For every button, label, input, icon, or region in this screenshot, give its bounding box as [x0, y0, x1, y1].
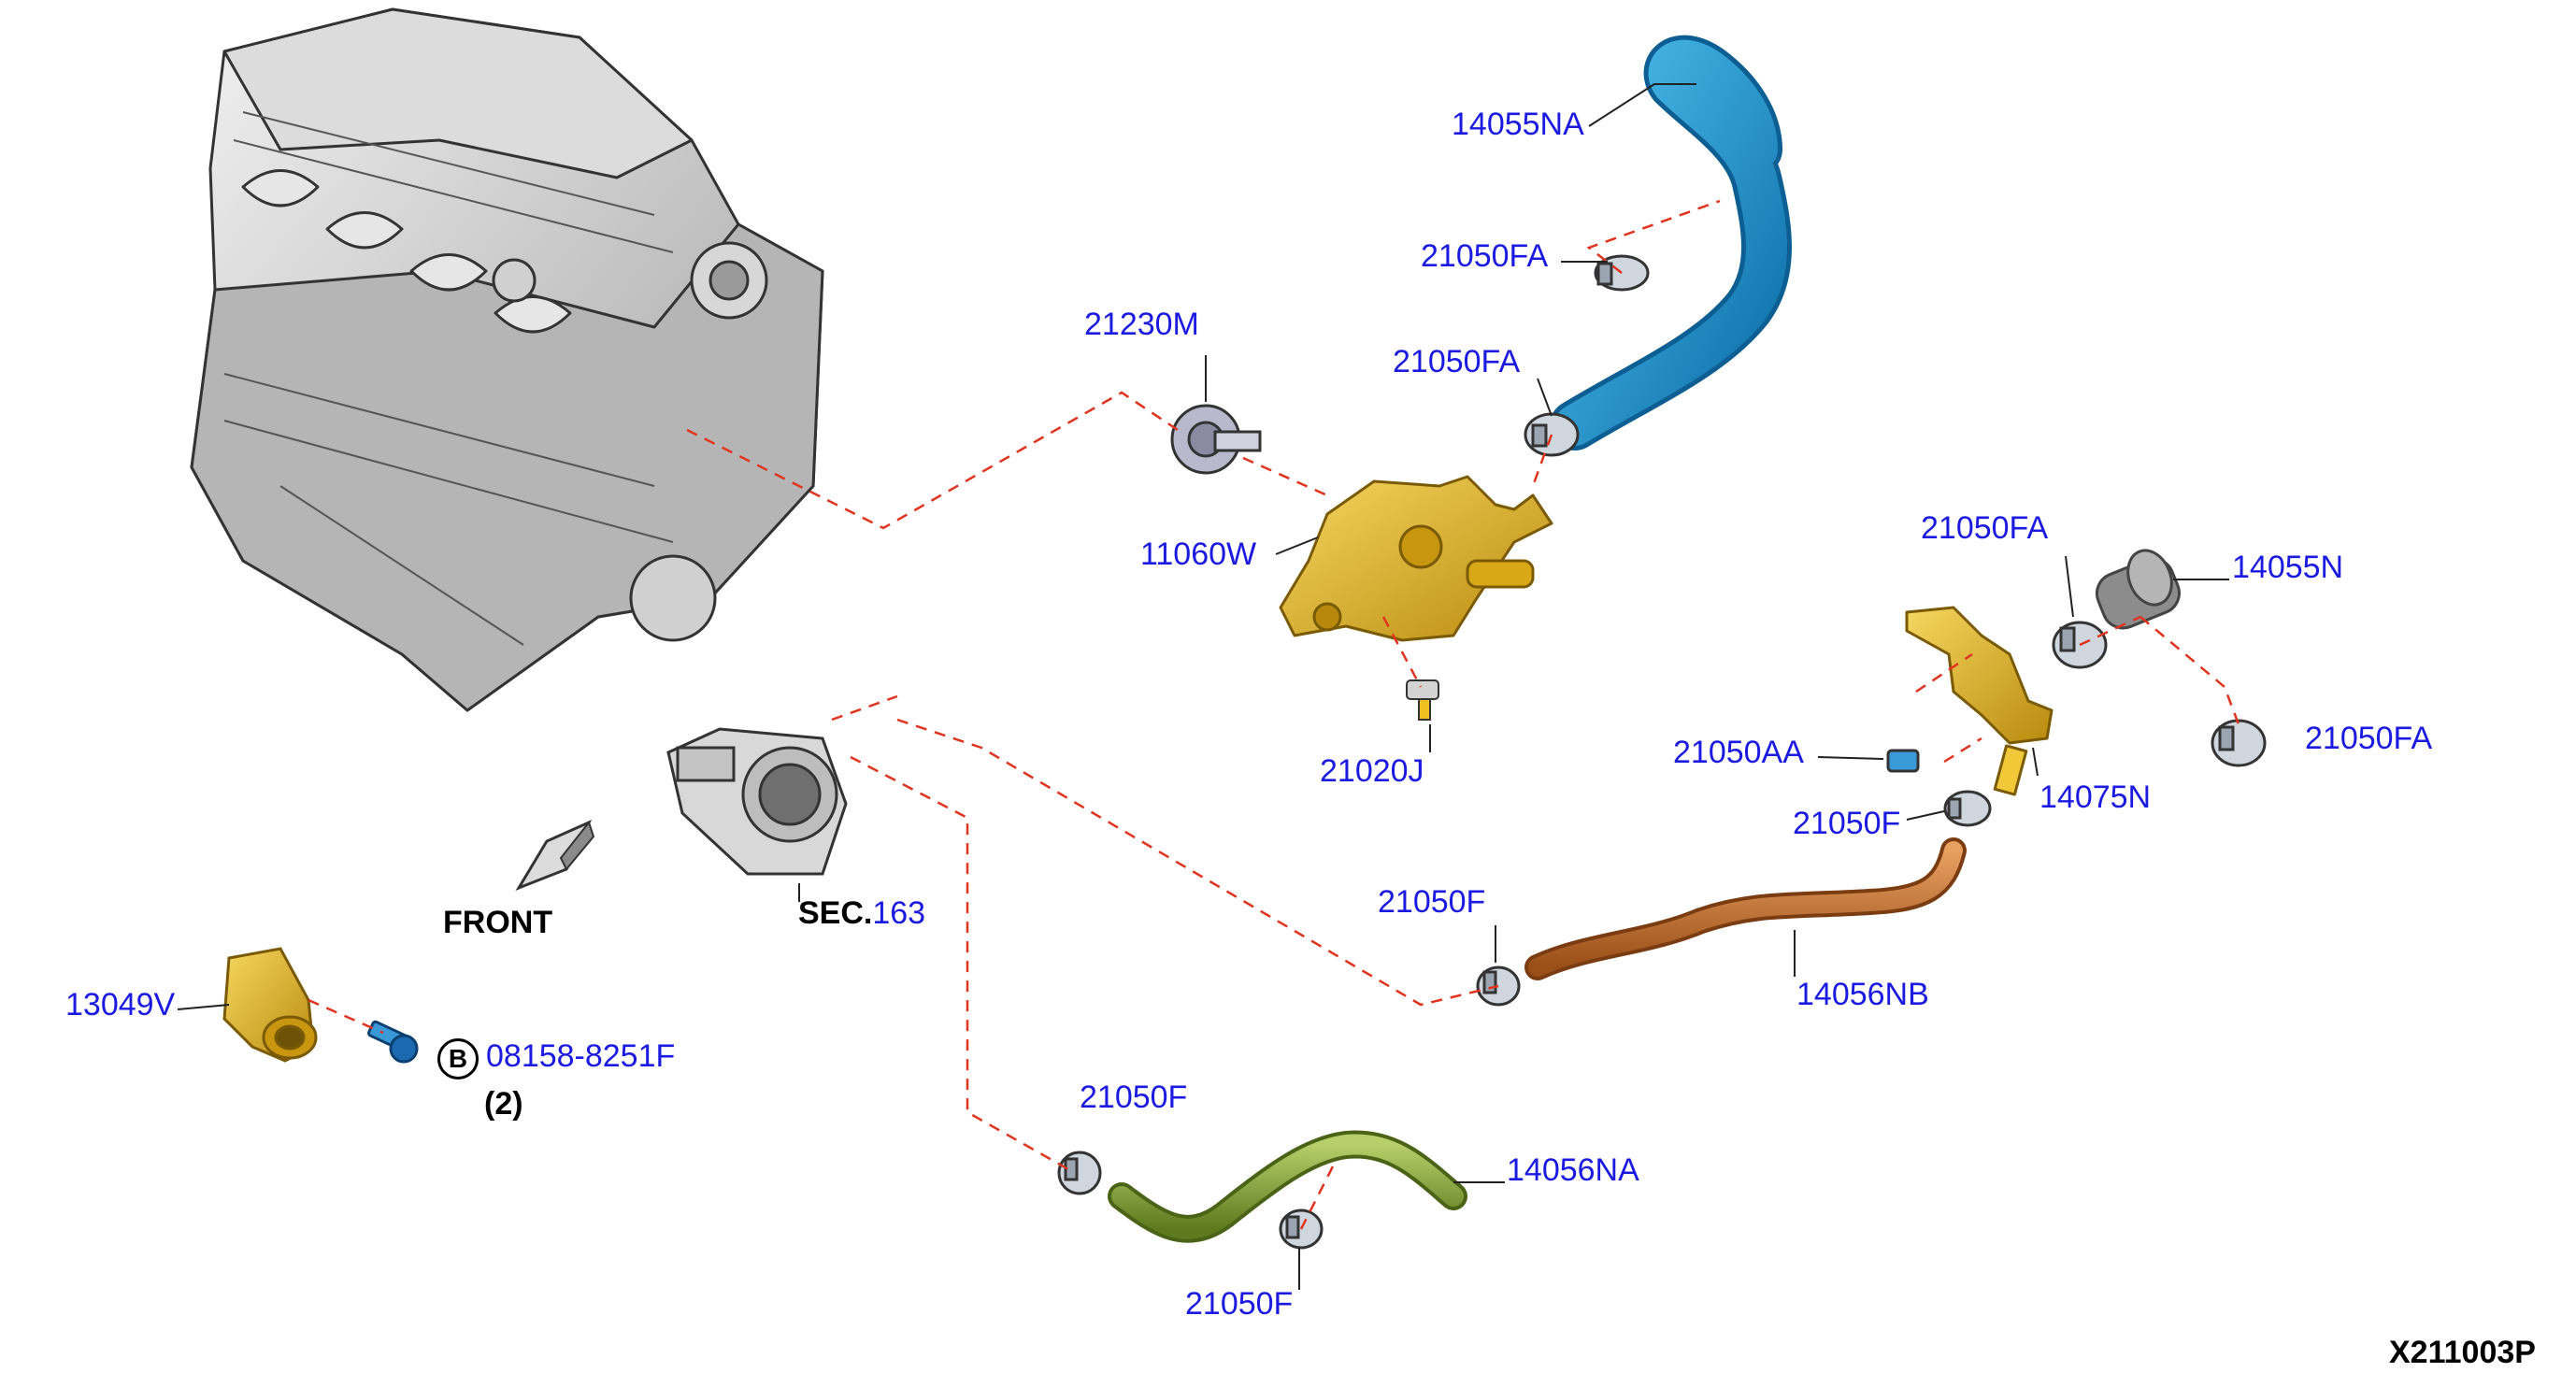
part-11060W: [1279, 475, 1553, 642]
label-14056NA: 14056NA: [1507, 1152, 1639, 1188]
label-21050F-low: 21050F: [1080, 1080, 1188, 1115]
sec-prefix: SEC.: [798, 895, 873, 931]
clamp-21050F-right: [1943, 790, 1992, 827]
pipe-14056NB: [1524, 837, 1967, 980]
diagram-code: X211003P: [2389, 1335, 2536, 1370]
label-21050FA-right: 21050FA: [1921, 510, 2049, 546]
label-14055NA: 14055NA: [1452, 107, 1584, 142]
label-21050F-bottom: 21050F: [1185, 1286, 1294, 1322]
label-21020J: 21020J: [1320, 753, 1424, 789]
label-21230M: 21230M: [1084, 307, 1199, 342]
label-21050F-mid: 21050F: [1378, 884, 1486, 920]
label-front: FRONT: [443, 905, 553, 940]
front-arrow-icon: [515, 819, 595, 892]
label-14055N: 14055N: [2232, 550, 2344, 585]
label-21050F-right: 21050F: [1793, 806, 1901, 841]
label-14056NB: 14056NB: [1796, 977, 1929, 1012]
engine-block: [190, 7, 824, 712]
label-08158-8251F: 08158-8251F: [486, 1038, 676, 1074]
clamp-21050FA-far: [2211, 719, 2267, 767]
part-14075N: [1905, 606, 2054, 796]
label-11060W: 11060W: [1140, 536, 1257, 572]
label-21050FA-top: 21050FA: [1421, 238, 1549, 274]
part-13049V: [222, 947, 318, 1063]
bolt-08158-8251F: [366, 1020, 419, 1064]
hose-14055N: [2095, 549, 2181, 630]
part-21230M: [1170, 404, 1262, 475]
label-13049V: 13049V: [65, 987, 176, 1022]
label-leaders: [177, 83, 2229, 1290]
pipe-14056NA: [1108, 1130, 1467, 1243]
clamp-21050F-low: [1057, 1151, 1102, 1195]
clamps: [1057, 254, 2267, 1250]
sec-number: 163: [872, 895, 926, 931]
label-sec-163: SEC.163: [798, 897, 925, 929]
label-21050FA-mid: 21050FA: [1393, 344, 1521, 379]
label-14075N: 14075N: [2039, 779, 2152, 815]
circled-b-icon: B: [437, 1038, 479, 1080]
throttle-body: [666, 727, 848, 876]
clamp-21050AA: [1886, 749, 1920, 773]
dashed-leaders: [308, 199, 2240, 1230]
label-21050AA: 21050AA: [1673, 735, 1804, 770]
bolt-21020J: [1406, 679, 1439, 721]
label-21050FA-far: 21050FA: [2305, 721, 2433, 756]
label-quantity: (2): [484, 1086, 523, 1122]
hose-14055NA: [1550, 35, 1792, 450]
